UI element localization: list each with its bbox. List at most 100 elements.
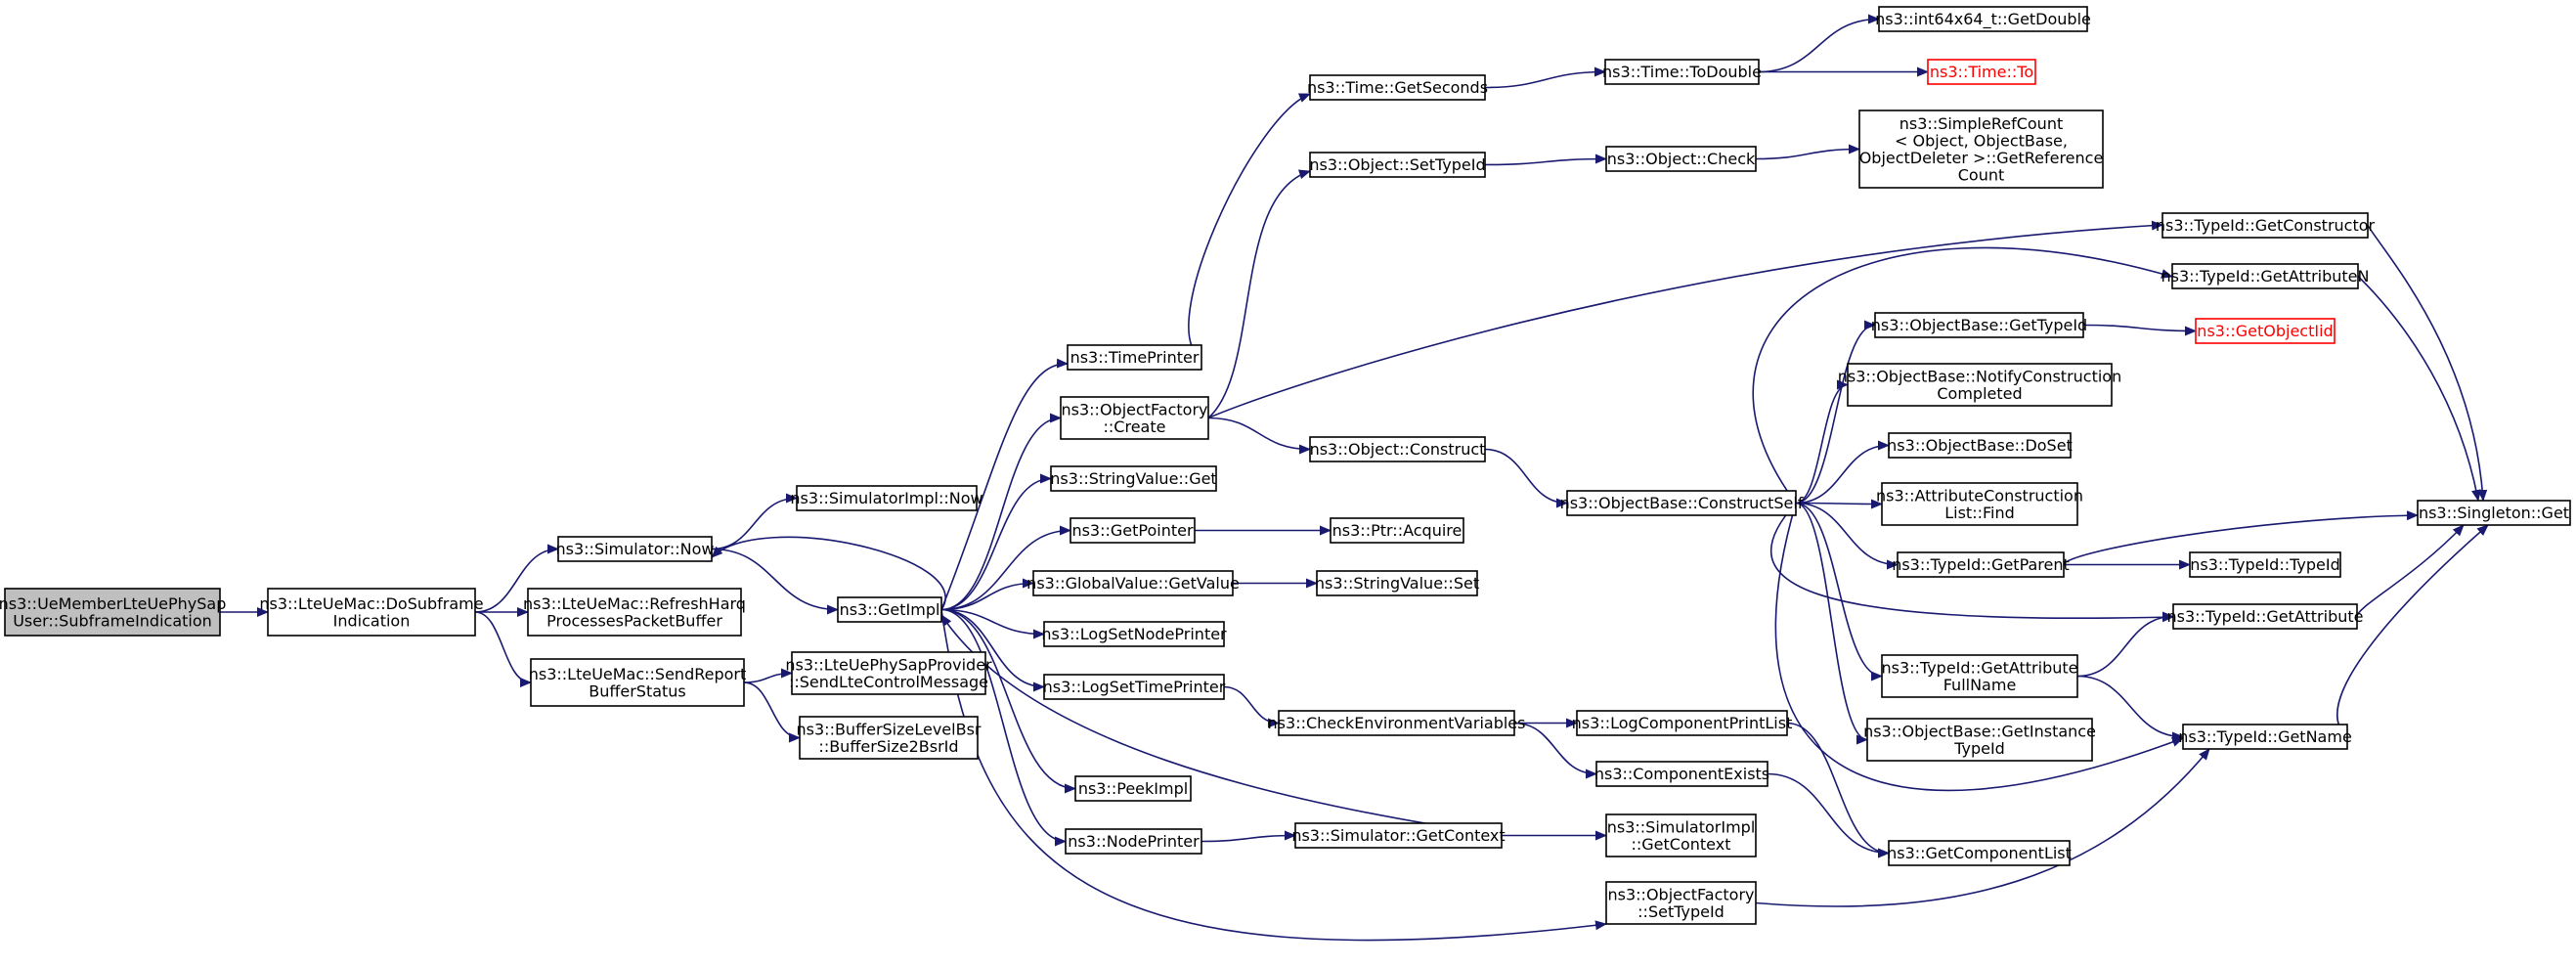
edge-obConstructSelf-to-tidGetAttr	[1769, 502, 2174, 623]
node-obDoSet[interactable]: ns3::ObjectBase::DoSet	[1887, 432, 2073, 459]
edge-sendReport-to-sendLteCtrl	[743, 668, 793, 683]
node-box	[527, 588, 742, 637]
node-simpleRefCount[interactable]: ns3::SimpleRefCount< Object, ObjectBase,…	[1858, 110, 2104, 189]
edge-doSubframe-to-sendReport	[474, 611, 532, 687]
edge-timePrinter-to-timeGetSec	[1188, 93, 1311, 359]
node-box	[1866, 718, 2093, 762]
node-nodePrinter[interactable]: ns3::NodePrinter	[1065, 828, 1202, 855]
node-getImpl[interactable]: ns3::GetImpl	[837, 596, 942, 623]
node-logSetNode[interactable]: ns3::LogSetNodePrinter	[1041, 621, 1227, 647]
node-logCompPrintList[interactable]: ns3::LogComponentPrintList	[1572, 710, 1793, 736]
node-label: < Object, ObjectBase,	[1895, 131, 2068, 150]
node-sendLteCtrl[interactable]: ns3::LteUePhySapProvider::SendLteControl…	[785, 651, 992, 695]
node-strValSet[interactable]: ns3::StringValue::Set	[1315, 570, 1479, 596]
node-int64GetDouble[interactable]: ns3::int64x64_t::GetDouble	[1875, 6, 2091, 32]
node-root[interactable]: ns3::UeMemberLteUePhySapUser::SubframeIn…	[0, 588, 226, 637]
node-label: ns3::LteUePhySapProvider	[785, 655, 992, 674]
node-tidGetCtor[interactable]: ns3::TypeId::GetConstructor	[2156, 212, 2376, 239]
node-label: ::GetContext	[1632, 835, 1731, 854]
node-timeGetSec[interactable]: ns3::Time::GetSeconds	[1307, 74, 1488, 101]
node-ofCreate[interactable]: ns3::ObjectFactory::Create	[1060, 396, 1209, 440]
node-label: ns3::Object::Construct	[1310, 440, 1486, 459]
node-label: ns3::Time::GetSeconds	[1307, 78, 1488, 97]
node-objConstruct[interactable]: ns3::Object::Construct	[1309, 436, 1486, 462]
node-timeToDouble[interactable]: ns3::Time::ToDouble	[1602, 59, 1762, 85]
node-checkEnv[interactable]: ns3::CheckEnvironmentVariables	[1268, 710, 1526, 736]
edge-tidGetAttrN-to-singletonGet	[2357, 275, 2481, 502]
node-tidGetParent[interactable]: ns3::TypeId::GetParent	[1892, 551, 2070, 578]
edge-tidGetParent-to-singletonGet	[2063, 510, 2419, 565]
node-label: ns3::StringValue::Get	[1050, 469, 1216, 488]
node-box	[530, 658, 745, 707]
node-getPointer[interactable]: ns3::GetPointer	[1070, 517, 1196, 544]
node-label: BufferStatus	[589, 681, 686, 700]
node-label: User::SubframeIndication	[13, 611, 212, 630]
node-box	[1874, 312, 2084, 338]
nodes-layer: ns3::UeMemberLteUePhySapUser::SubframeIn…	[0, 6, 2571, 925]
node-tidGetName[interactable]: ns3::TypeId::GetName	[2178, 724, 2352, 750]
node-objSetTypeId[interactable]: ns3::Object::SetTypeId	[1309, 152, 1486, 178]
node-box	[1927, 59, 2036, 85]
node-refreshHarq[interactable]: ns3::LteUeMac::RefreshHarqProcessesPacke…	[523, 588, 746, 637]
node-box	[1067, 344, 1202, 371]
node-label: ns3::Ptr::Acquire	[1332, 521, 1463, 540]
node-box	[1043, 621, 1225, 647]
node-obGetTypeId[interactable]: ns3::ObjectBase::GetTypeId	[1871, 312, 2087, 338]
node-tidGetAttrN[interactable]: ns3::TypeId::GetAttributeN	[2161, 263, 2370, 289]
edge-nodePrinter-to-simGetContext	[1201, 830, 1296, 843]
edge-ofCreate-to-tidGetCtor	[1207, 220, 2163, 419]
edge-tidGetName-to-singletonGet	[2336, 524, 2489, 738]
node-simNow[interactable]: ns3::Simulator::Now	[556, 536, 715, 562]
node-obConstructSelf[interactable]: ns3::ObjectBase::ConstructSelf	[1560, 490, 1804, 516]
node-compExists[interactable]: ns3::ComponentExists	[1594, 761, 1769, 787]
node-label: ns3::TypeId::GetAttribute	[1881, 658, 2077, 677]
node-simImplGetContext[interactable]: ns3::SimulatorImpl::GetContext	[1605, 813, 1757, 857]
node-box	[267, 588, 476, 637]
node-label: ObjectDeleter >::GetReference	[1859, 149, 2104, 167]
node-tidTypeId[interactable]: ns3::TypeId::TypeId	[2189, 551, 2341, 578]
edge-objConstruct-to-obConstructSelf	[1484, 448, 1568, 508]
node-box	[837, 596, 942, 623]
edge-getImpl-to-strValGet	[940, 473, 1052, 611]
node-singletonGet[interactable]: ns3::Singleton::Get	[2417, 500, 2571, 526]
node-getObjectIid[interactable]: ns3::GetObjectIid	[2195, 318, 2336, 344]
edge-getImpl-to-simNow	[711, 536, 946, 610]
edge-simNow-to-simImplNow	[711, 493, 798, 550]
node-getCompList[interactable]: ns3::GetComponentList	[1887, 840, 2072, 866]
node-tidGetAttr[interactable]: ns3::TypeId::GetAttribute	[2166, 603, 2364, 630]
node-label: ns3::SimpleRefCount	[1899, 114, 2063, 133]
node-peekImpl[interactable]: ns3::PeekImpl	[1074, 775, 1192, 802]
node-obNotify[interactable]: ns3::ObjectBase::NotifyConstructionCompl…	[1838, 363, 2121, 407]
edge-obConstructSelf-to-obNotify	[1795, 379, 1849, 505]
node-label: ns3::GetComponentList	[1887, 844, 2072, 862]
node-ptrAcquire[interactable]: ns3::Ptr::Acquire	[1330, 517, 1464, 544]
node-objCheck[interactable]: ns3::Object::Check	[1605, 146, 1757, 172]
node-simGetContext[interactable]: ns3::Simulator::GetContext	[1291, 822, 1506, 849]
node-label: ns3::Simulator::GetContext	[1291, 826, 1505, 845]
node-label: List::Find	[1944, 504, 2015, 522]
node-label: ns3::Time::ToDouble	[1602, 63, 1762, 81]
node-box	[1309, 74, 1486, 101]
node-logSetTime[interactable]: ns3::LogSetTimePrinter	[1043, 674, 1226, 700]
node-timeTo[interactable]: ns3::Time::To	[1927, 59, 2036, 85]
node-simImplNow[interactable]: ns3::SimulatorImpl::Now	[790, 485, 983, 511]
node-label: ns3::LteUeMac::RefreshHarq	[523, 594, 746, 613]
node-box	[1881, 482, 2078, 526]
node-label: ns3::TypeId::GetAttribute	[2166, 607, 2363, 626]
edge-obConstructSelf-to-tidGetParent	[1795, 502, 1899, 570]
edge-tidGetAttrFullName-to-tidGetName	[2076, 675, 2184, 742]
node-label: ns3::ObjectBase::GetTypeId	[1871, 316, 2087, 334]
node-box	[1070, 517, 1196, 544]
node-ofSetTypeId[interactable]: ns3::ObjectFactory::SetTypeId	[1605, 881, 1757, 925]
node-timePrinter[interactable]: ns3::TimePrinter	[1067, 344, 1202, 371]
node-bsr[interactable]: ns3::BufferSizeLevelBsr::BufferSize2BsrI…	[797, 716, 982, 760]
node-strValGet[interactable]: ns3::StringValue::Get	[1050, 465, 1217, 492]
node-globalValGet[interactable]: ns3::GlobalValue::GetValue	[1026, 570, 1240, 596]
node-box	[1604, 59, 1760, 85]
node-box	[1278, 710, 1515, 736]
